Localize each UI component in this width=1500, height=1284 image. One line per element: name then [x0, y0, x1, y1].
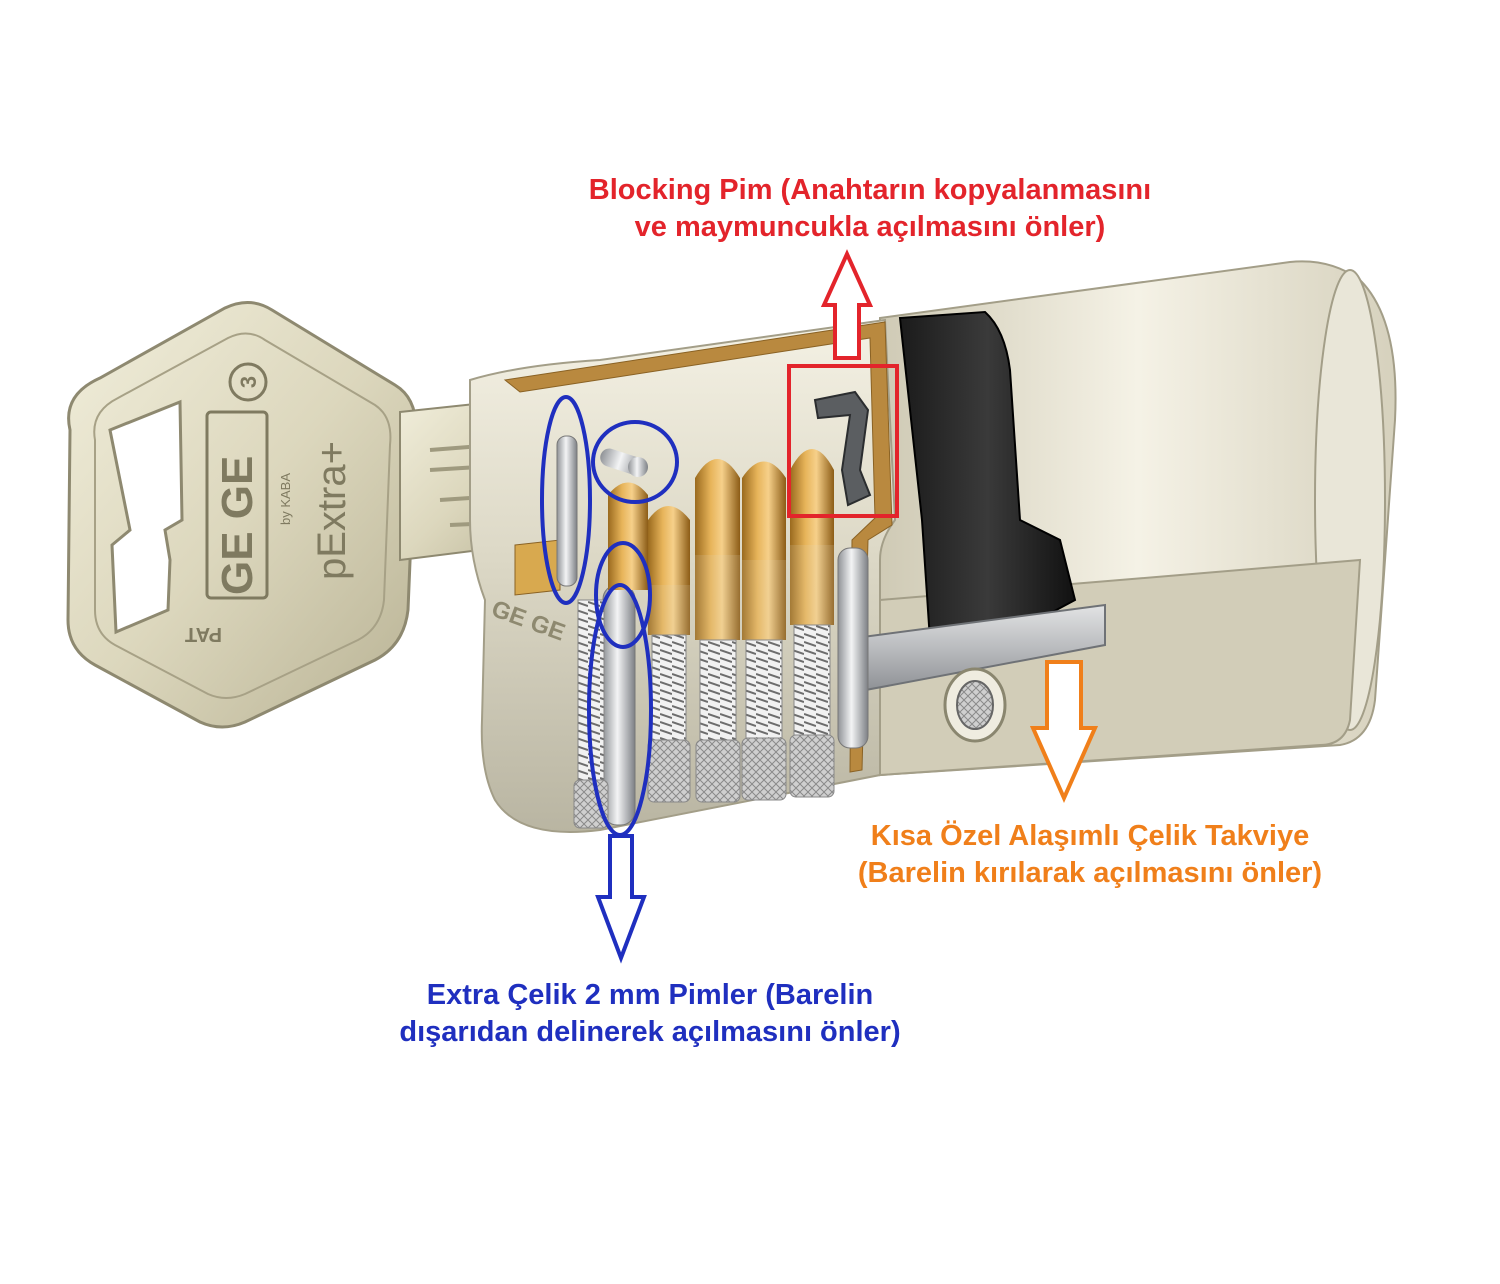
- blocking-pin-marker: [787, 249, 899, 518]
- pin-highlight-ellipse-2: [591, 420, 679, 504]
- steel-reinforcement-label: Kısa Özel Alaşımlı Çelik Takviye (Bareli…: [780, 818, 1400, 892]
- key-pat-text: PAT: [185, 623, 222, 645]
- extra-pins-label: Extra Çelik 2 mm Pimler (Barelin dışarıd…: [330, 977, 970, 1051]
- pin-highlight-ellipse-1: [540, 395, 592, 605]
- blocking-pin-arrow-up: [820, 249, 874, 360]
- pin-stack-3: [695, 459, 741, 803]
- horizontal-steel-pin: [600, 448, 648, 477]
- extra-pins-label-line-2: dışarıdan delinerek açılmasını önler): [399, 1016, 901, 1048]
- key-logo-plate: [205, 410, 269, 600]
- extra-pins-arrow-down: [595, 834, 647, 964]
- key-brand-text: GE GE: [213, 456, 262, 595]
- key-model-text: pExtra+: [310, 441, 354, 580]
- blocking-pin-highlight-box: [787, 364, 899, 518]
- steel-reinforcement-marker: [1029, 660, 1099, 803]
- vertical-steel-pin-left: [556, 435, 578, 587]
- pin-highlight-ellipse-3: [594, 541, 652, 649]
- pin-stack-5: [789, 449, 835, 798]
- steel-reinforcement-label-line-2: (Barelin kırılarak açılmasını önler): [857, 857, 1323, 889]
- key-head-rim: [93, 332, 392, 699]
- key-series-digit: 3: [236, 376, 261, 388]
- extra-pins-markers: [540, 395, 679, 964]
- vertical-steel-pin-right: [837, 547, 869, 749]
- key-maker-text: by KABA: [278, 473, 293, 525]
- pin-stack-2: [647, 506, 691, 803]
- screw-hole-thread: [956, 680, 994, 730]
- blocking-pin-label: Blocking Pim (Anahtarın kopyalanmasını v…: [520, 172, 1220, 246]
- blocking-pin: [813, 390, 872, 507]
- blocking-pin-label-line-2: ve maymuncukla açılmasını önler): [634, 211, 1106, 243]
- extra-pins-label-line-1: Extra Çelik 2 mm Pimler (Barelin: [426, 979, 874, 1011]
- steel-reinforcement-arrow-down: [1029, 660, 1099, 803]
- steel-reinforcement-label-line-1: Kısa Özel Alaşımlı Çelik Takviye: [870, 820, 1310, 852]
- pin-stack-4: [741, 461, 787, 801]
- key-bow-hole: [108, 399, 184, 635]
- key-series-badge: [228, 362, 268, 402]
- blocking-pin-label-line-1: Blocking Pim (Anahtarın kopyalanmasını: [588, 174, 1152, 206]
